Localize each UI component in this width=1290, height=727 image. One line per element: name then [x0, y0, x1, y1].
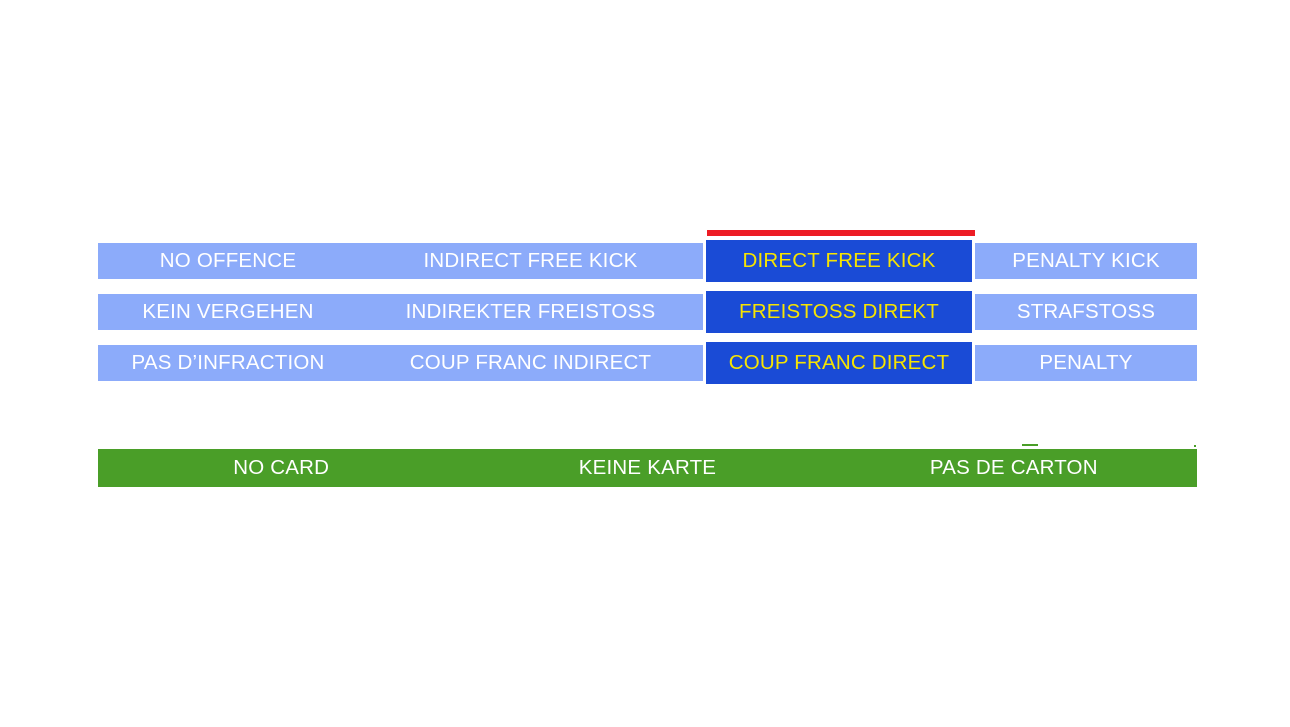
dot-mark — [1194, 445, 1196, 447]
selected-column-accent-bar — [707, 230, 975, 236]
table-row: PAS D’INFRACTION COUP FRANC INDIRECT COU… — [98, 342, 1197, 384]
table-row: KEIN VERGEHEN INDIREKTER FREISTOSS FREIS… — [98, 291, 1197, 333]
cell-direct-free-kick-english[interactable]: DIRECT FREE KICK — [706, 240, 972, 282]
card-bar: NO CARD KEINE KARTE PAS DE CARTON — [98, 449, 1197, 487]
cell-indirect-free-kick-english[interactable]: INDIRECT FREE KICK — [358, 243, 703, 279]
card-cell-french[interactable]: PAS DE CARTON — [929, 456, 1098, 479]
cell-direct-free-kick-german[interactable]: FREISTOSS DIREKT — [706, 291, 972, 333]
cell-indirect-free-kick-french[interactable]: COUP FRANC INDIRECT — [358, 345, 703, 381]
table-row: NO OFFENCE INDIRECT FREE KICK DIRECT FRE… — [98, 240, 1197, 282]
card-cell-german[interactable]: KEINE KARTE — [578, 456, 717, 479]
cell-indirect-free-kick-german[interactable]: INDIREKTER FREISTOSS — [358, 294, 703, 330]
decision-table: NO OFFENCE INDIRECT FREE KICK DIRECT FRE… — [98, 240, 1197, 384]
cell-no-offence-german[interactable]: KEIN VERGEHEN — [98, 294, 358, 330]
cell-no-offence-french[interactable]: PAS D’INFRACTION — [98, 345, 358, 381]
cell-divider — [703, 243, 706, 279]
cell-penalty-kick-german[interactable]: STRAFSTOSS — [975, 294, 1197, 330]
card-cell-english[interactable]: NO CARD — [233, 456, 330, 479]
tick-mark — [1022, 444, 1038, 446]
cell-penalty-kick-english[interactable]: PENALTY KICK — [975, 243, 1197, 279]
cell-no-offence-english[interactable]: NO OFFENCE — [98, 243, 358, 279]
cell-divider — [703, 294, 706, 330]
cell-divider — [703, 345, 706, 381]
cell-penalty-kick-french[interactable]: PENALTY — [975, 345, 1197, 381]
cell-direct-free-kick-french[interactable]: COUP FRANC DIRECT — [706, 342, 972, 384]
